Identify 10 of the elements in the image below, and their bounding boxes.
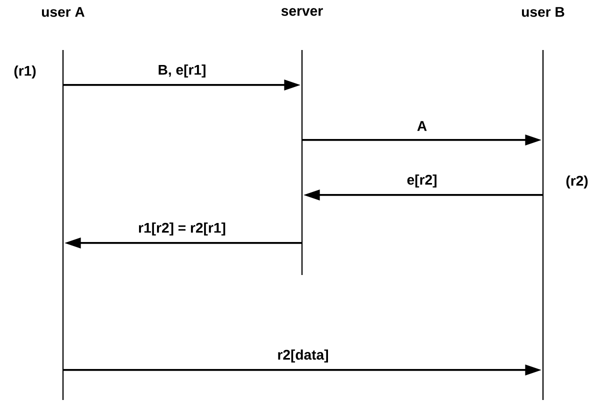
participant-label: user A	[42, 7, 84, 17]
random-number-label: (r2)	[566, 175, 588, 189]
edge-label: r2[data]	[278, 349, 328, 363]
participant-label: user B	[522, 7, 564, 17]
edge-label: r1[r2] = r2[r1]	[138, 222, 226, 236]
participant-label: server	[281, 8, 323, 16]
edge-label: e[r2]	[407, 174, 436, 188]
random-number-label: (r1)	[14, 65, 36, 79]
edge-label: B, e[r1]	[158, 64, 206, 78]
edge-label: A	[417, 121, 427, 131]
